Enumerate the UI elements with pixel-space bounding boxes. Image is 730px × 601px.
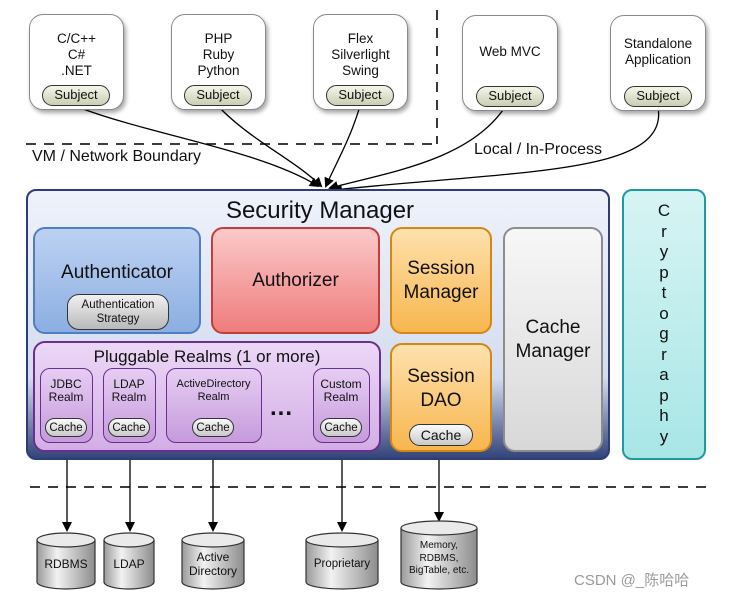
subject-pill: Subject <box>476 86 544 107</box>
realm-label: ActiveDirectory Realm <box>176 378 251 403</box>
authentication-strategy: Authentication Strategy <box>67 294 169 330</box>
realm-label: LDAP Realm <box>111 377 147 404</box>
watermark: CSDN @_陈哈哈 <box>574 572 690 589</box>
datastore-memory-icon <box>400 520 478 590</box>
crypto-letter: g <box>659 324 669 343</box>
arrow-subject-4 <box>328 106 506 191</box>
subject-pill: Subject <box>624 86 692 107</box>
subject-pill: Subject <box>42 85 110 106</box>
realm-active-directory: ActiveDirectory Realm Cache <box>166 368 262 443</box>
client-label: PHP Ruby Python <box>197 31 240 78</box>
network-boundary-line <box>26 10 438 145</box>
crypto-letter: o <box>659 303 669 323</box>
arrow-subject-5 <box>332 106 660 195</box>
datastore-ldap-label: LDAP <box>113 557 145 571</box>
datastore-active-directory-label: Active Directory <box>188 550 237 578</box>
datastore-active-directory-icon <box>181 532 245 590</box>
datastore-proprietary-icon <box>305 532 379 590</box>
crypto-letter: r <box>661 221 667 241</box>
datastore-rdbms-label: RDBMS <box>44 557 88 571</box>
arrow-subject-1 <box>74 105 320 188</box>
realm-label: JDBC Realm <box>48 377 84 404</box>
datastore-memory-label: Memory, RDBMS, BigTable, etc. <box>408 540 470 577</box>
realm-jdbc: JDBC Realm Cache <box>40 368 93 443</box>
cryptography-letters: C r y p t o g r a p h y <box>624 201 704 447</box>
realm-label: Custom Realm <box>320 377 362 404</box>
cache-manager-label: Cache Manager <box>515 316 591 362</box>
arrow-subject-2 <box>217 105 323 188</box>
client-box-php: PHP Ruby Python Subject <box>171 14 266 110</box>
cache-pill: Cache <box>108 418 150 437</box>
pluggable-realms-title: Pluggable Realms (1 or more) <box>93 347 321 366</box>
security-manager-title: Security Manager <box>225 197 415 224</box>
network-boundary-label: VM / Network Boundary <box>32 148 201 165</box>
local-process-label: Local / In-Process <box>474 141 603 158</box>
arrow-subject-3 <box>324 105 361 188</box>
crypto-letter: r <box>661 344 667 364</box>
crypto-letter: y <box>659 426 669 446</box>
crypto-letter: h <box>659 406 669 425</box>
realm-custom: Custom Realm Cache <box>313 368 370 443</box>
cryptography: C r y p t o g r a p h y <box>622 189 706 460</box>
authorizer: Authorizer <box>211 227 380 334</box>
client-label: Standalone Application <box>623 36 693 67</box>
crypto-letter: a <box>659 365 669 384</box>
client-label: C/C++ C# .NET <box>56 31 97 78</box>
session-dao: Session DAO Cache <box>390 343 492 452</box>
more-realms-ellipsis: ... <box>270 394 294 421</box>
authorizer-label: Authorizer <box>252 269 339 291</box>
cache-pill: Cache <box>192 418 234 437</box>
client-box-standalone: Standalone Application Subject <box>610 15 706 111</box>
client-label: Flex Silverlight Swing <box>331 31 390 78</box>
datastore-rdbms-icon <box>36 532 96 590</box>
session-manager-label: Session Manager <box>403 257 479 303</box>
authenticator-label: Authenticator <box>61 262 173 283</box>
crypto-letter: p <box>659 385 669 405</box>
cache-pill: Cache <box>320 418 362 437</box>
cache-pill: Cache <box>45 418 87 437</box>
datastore-proprietary-label: Proprietary <box>313 558 371 570</box>
subject-pill: Subject <box>326 85 394 106</box>
authenticator: Authenticator Authentication Strategy <box>33 227 201 334</box>
cache-manager: Cache Manager <box>503 227 603 452</box>
session-dao-label: Session DAO <box>407 366 475 411</box>
client-label: Web MVC <box>479 44 541 59</box>
realm-ldap: LDAP Realm Cache <box>103 368 156 443</box>
crypto-letter: p <box>659 262 669 282</box>
cache-pill: Cache <box>409 424 473 446</box>
client-box-dotnet: C/C++ C# .NET Subject <box>29 14 124 110</box>
session-manager: Session Manager <box>390 227 492 334</box>
subject-pill: Subject <box>184 85 252 106</box>
crypto-letter: t <box>661 283 667 302</box>
crypto-letter: y <box>659 242 669 261</box>
client-box-flex: Flex Silverlight Swing Subject <box>313 14 408 110</box>
crypto-letter: C <box>657 201 671 220</box>
datastore-ldap-icon <box>103 532 155 590</box>
client-box-webmvc: Web MVC Subject <box>462 15 558 111</box>
